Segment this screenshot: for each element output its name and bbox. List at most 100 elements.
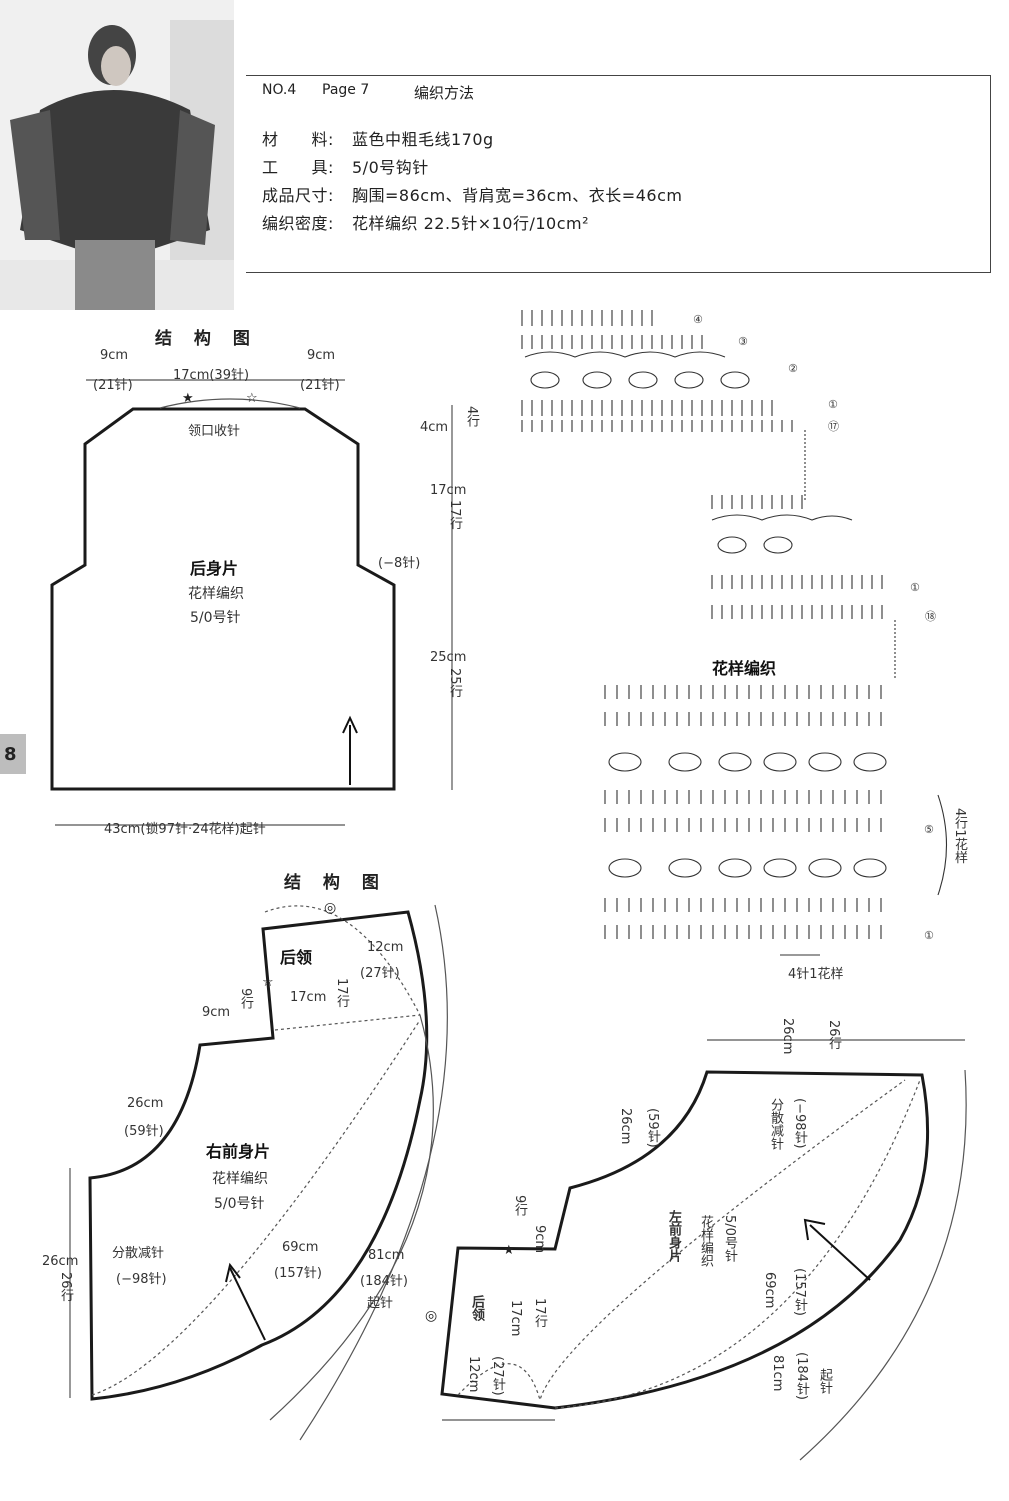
star-outline-icon-right: ☆ xyxy=(262,975,274,990)
row-mark-17: ⑰ xyxy=(828,420,839,433)
right-structure-title: 结 构 图 xyxy=(284,873,387,893)
left-front-edge-stitches: (59针) xyxy=(645,1108,660,1148)
right-step-height-rows: 9行 xyxy=(238,988,253,1010)
spec-key-material: 材 料: xyxy=(262,130,334,149)
back-hook: 5/0号针 xyxy=(190,610,241,626)
spec-key-tool: 工 具: xyxy=(262,158,334,177)
star-filled-icon: ★ xyxy=(182,391,194,406)
back-h3: 25cm xyxy=(430,650,467,665)
stitch-repeat-rows: 4行1花样 xyxy=(952,808,967,864)
right-outer-length: 81cm xyxy=(368,1248,405,1263)
right-front-edge: 26cm xyxy=(127,1096,164,1111)
page-ref: Page 7 xyxy=(322,82,370,98)
back-top-left-stitches: (21针) xyxy=(93,378,133,393)
row-mark-4: ④ xyxy=(693,313,703,326)
back-h2-rows: 17行 xyxy=(447,500,462,530)
left-hook: 5/0号针 xyxy=(722,1215,737,1262)
stitch-repeat-width: 4针1花样 xyxy=(788,967,844,982)
stitch-middle-block xyxy=(711,495,896,680)
right-collar-width: 12cm xyxy=(367,940,404,955)
back-bottom-width: 43cm(锁97针·24花样)起针 xyxy=(104,822,266,837)
left-front-edge: 26cm xyxy=(618,1108,633,1145)
info-box: NO.4 Page 7 编织方法 材 料: 蓝色中粗毛线170g 工 具: 5/… xyxy=(246,75,991,273)
back-h3-rows: 25行 xyxy=(447,668,462,698)
right-collar-stitches: (27针) xyxy=(360,966,400,981)
star-outline-icon: ☆ xyxy=(246,391,258,406)
right-outer-stitches: (184针) xyxy=(360,1274,408,1289)
back-structure-title: 结 构 图 xyxy=(155,329,258,349)
left-collar-height-rows: 17行 xyxy=(532,1298,547,1328)
left-front-outline xyxy=(440,1070,930,1410)
left-dist-decrease: 分散减针 xyxy=(768,1098,783,1150)
left-step-height: 9cm xyxy=(532,1225,547,1254)
right-back-collar: 后领 xyxy=(280,948,313,967)
spec-key-gauge: 编织密度: xyxy=(262,214,334,233)
right-hook: 5/0号针 xyxy=(214,1196,265,1212)
stitch-top-block xyxy=(521,310,806,500)
right-collar-height: 17cm xyxy=(290,990,327,1005)
spec-value-tool: 5/0号钩针 xyxy=(352,158,429,177)
back-h2: 17cm xyxy=(430,483,467,498)
page-number: 8 xyxy=(0,734,26,774)
left-collar-height: 17cm xyxy=(508,1300,523,1337)
back-piece-outline xyxy=(50,407,396,791)
right-outer-cast-on: 起针 xyxy=(367,1296,394,1311)
left-dist-decrease-stitches: (−98针) xyxy=(792,1098,807,1149)
back-top-mid-width: 17cm(39针) xyxy=(173,368,250,383)
right-step-height: 9cm xyxy=(202,1005,231,1020)
right-collar-height-rows: 17行 xyxy=(334,978,349,1008)
right-dist-decrease: 分散减针 xyxy=(112,1246,165,1261)
left-front-name: 左前身片 xyxy=(666,1210,681,1262)
left-inner-stitches: (157针) xyxy=(792,1268,807,1316)
spec-value-size: 胸围=86cm、背肩宽=36cm、衣长=46cm xyxy=(352,186,683,205)
double-circle-icon-left: ◎ xyxy=(425,1308,438,1324)
method-title: 编织方法 xyxy=(414,84,475,102)
back-pattern: 花样编织 xyxy=(188,586,244,602)
stitch-bottom-block xyxy=(604,685,947,956)
spec-value-gauge: 花样编织 22.5针×10行/10cm² xyxy=(352,214,590,233)
model-illustration xyxy=(0,0,234,310)
row-mark-3: ③ xyxy=(738,335,748,348)
back-top-left-width: 9cm xyxy=(100,348,129,363)
back-top-right-stitches: (21针) xyxy=(300,378,340,393)
spec-value-material: 蓝色中粗毛线170g xyxy=(352,130,494,149)
pattern-number: NO.4 xyxy=(262,82,297,98)
left-top-width-rows: 26行 xyxy=(826,1020,841,1050)
right-side-height: 26cm xyxy=(42,1254,79,1269)
row-mark-18: ⑱ xyxy=(925,610,936,623)
back-top-right-width: 9cm xyxy=(307,348,336,363)
back-piece-name: 后身片 xyxy=(190,559,239,578)
row-mark-2: ② xyxy=(788,362,798,375)
star-filled-icon-left: ★ xyxy=(503,1243,515,1258)
stitch-chart-title: 花样编织 xyxy=(712,659,777,678)
model-photo xyxy=(0,0,234,310)
spec-key-size: 成品尺寸: xyxy=(262,186,334,205)
left-back-collar: 后领 xyxy=(469,1295,484,1321)
left-top-width: 26cm xyxy=(780,1018,795,1055)
row-mark-1-bottom: ① xyxy=(924,929,934,942)
right-front-outline xyxy=(88,910,429,1401)
left-inner-length: 69cm xyxy=(762,1272,777,1309)
left-pattern: 花样编织 xyxy=(698,1215,713,1267)
row-mark-1-top: ① xyxy=(828,398,838,411)
row-mark-1-mid: ① xyxy=(910,581,920,594)
left-collar-width: 12cm xyxy=(466,1356,481,1393)
back-h1: 4cm xyxy=(420,420,449,435)
right-front-edge-stitches: (59针) xyxy=(124,1124,164,1139)
row-mark-5: ⑤ xyxy=(924,823,934,836)
right-side-height-rows: 26行 xyxy=(58,1272,73,1302)
back-decrease: (−8针) xyxy=(378,556,421,571)
right-inner-length: 69cm xyxy=(282,1240,319,1255)
double-circle-icon: ◎ xyxy=(324,900,337,916)
left-step-rows: 9行 xyxy=(512,1195,527,1217)
right-inner-stitches: (157针) xyxy=(274,1266,322,1281)
back-h1-rows: 4行 xyxy=(464,406,479,428)
right-pattern: 花样编织 xyxy=(212,1171,268,1187)
left-outer-stitches: (184针) xyxy=(794,1352,809,1400)
left-outer-cast-on: 起针 xyxy=(817,1368,832,1394)
right-front-name: 右前身片 xyxy=(206,1142,271,1161)
back-neck-label: 领口收针 xyxy=(188,424,241,439)
left-collar-stitches: (27针) xyxy=(490,1356,505,1396)
stitch-chart xyxy=(521,310,947,956)
